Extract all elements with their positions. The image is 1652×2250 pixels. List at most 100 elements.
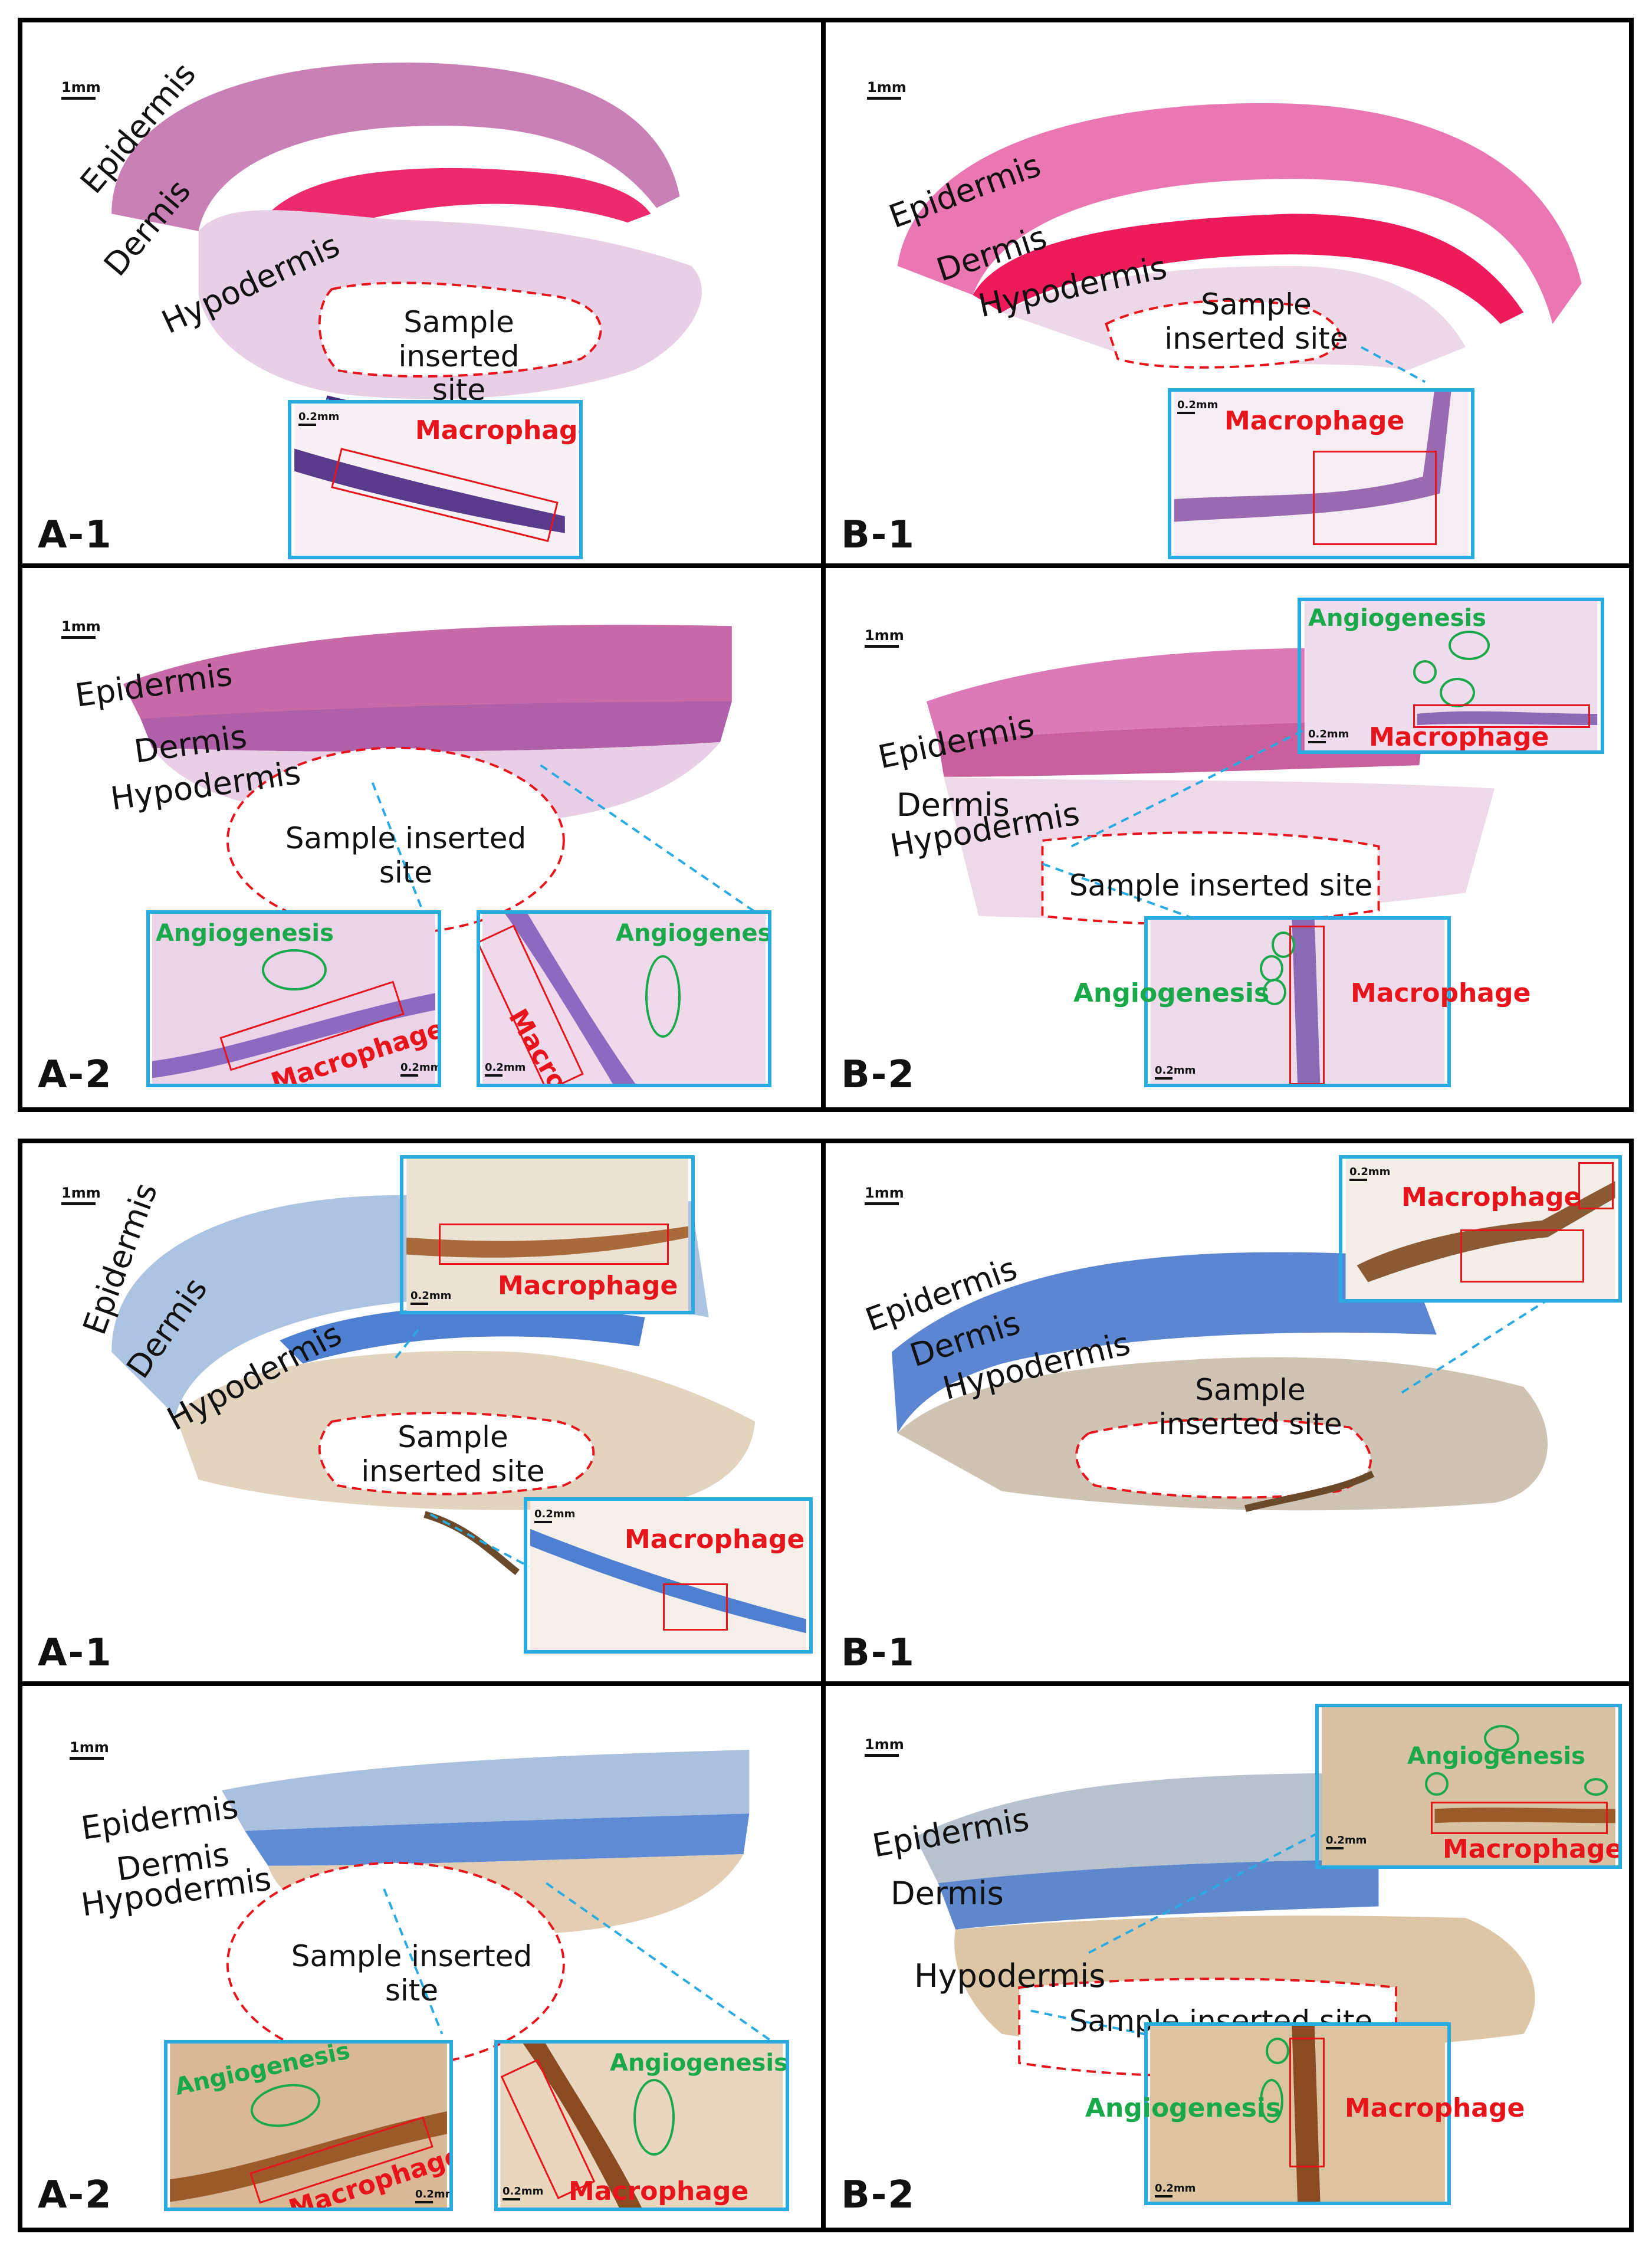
panel-label: B-2 <box>841 2173 915 2217</box>
macrophage-box <box>1289 926 1325 1084</box>
macrophage-box <box>1289 2038 1325 2167</box>
inset-bottom: 0.2mm <box>1144 2022 1451 2205</box>
panel-label: A-2 <box>38 2173 113 2217</box>
label-angiogenesis: Angiogenesis <box>1073 978 1270 1008</box>
scale-bar-02mm: 0.2mm <box>1308 728 1349 743</box>
inset-top: Angiogenesis Macrophage 0.2mm <box>1298 598 1604 754</box>
scale-bar-02mm: 0.2mm <box>534 1508 575 1523</box>
scale-bar-1mm: 1mm <box>867 79 907 100</box>
panel-ihc-b1: 1mm Epidermis Dermis Hypodermis Sample i… <box>821 1139 1634 1690</box>
inset-top: Angiogenesis Macrophage 0.2mm <box>1315 1704 1622 1869</box>
scale-bar-02mm: 0.2mm <box>1349 1166 1390 1181</box>
label-sample-site: Sample inserted site <box>353 1420 553 1488</box>
angiogenesis-oval <box>1260 2079 1283 2123</box>
label-angiogenesis: Angiogenesis <box>1085 2093 1282 2123</box>
inset-macrophage: 0.2mm Macrophage <box>1339 1155 1622 1303</box>
angiogenesis-oval <box>1584 1778 1608 1796</box>
scale-bar-1mm: 1mm <box>70 1739 109 1760</box>
he-b1-tissue <box>897 103 1582 383</box>
inset-left: Angiogenesis Macrophage 0.2mm <box>164 2040 453 2211</box>
label-sample-site: Sample inserted site <box>291 1939 533 2008</box>
scale-bar-1mm: 1mm <box>865 1736 904 1757</box>
macrophage-box <box>1413 704 1590 728</box>
angiogenesis-oval <box>262 949 327 990</box>
label-macrophage: Macrophage <box>625 1524 805 1554</box>
macrophage-box <box>1431 1802 1608 1834</box>
label-macrophage: Macrophage <box>1345 2093 1525 2123</box>
angiogenesis-oval <box>1440 678 1475 707</box>
angiogenesis-oval <box>1449 631 1490 660</box>
inset-right: Angiogenesis Macrophage 0.2mm <box>477 910 771 1087</box>
angiogenesis-oval <box>1413 660 1437 684</box>
panel-ihc-b2: 1mm Epidermis Dermis Hypodermis Sample i… <box>821 1681 1634 2232</box>
scale-bar-02mm: 0.2mm <box>400 1061 438 1077</box>
inset-right: Angiogenesis Macrophage 0.2mm <box>494 2040 789 2211</box>
angiogenesis-oval <box>1263 979 1286 1005</box>
panel-label: B-2 <box>841 1053 915 1097</box>
label-angiogenesis: Angiogenesis <box>610 2049 788 2077</box>
label-sample: Sample <box>1195 1373 1306 1407</box>
label-sample-site: Sample inserted site <box>285 821 527 890</box>
label-sample: Sample <box>398 1420 508 1454</box>
label-sample-site: Sample inserted site <box>1069 868 1373 903</box>
scale-bar-02mm: 0.2mm <box>1155 2182 1196 2197</box>
label-macrophage: Macrophage <box>1224 406 1405 436</box>
scale-bar-02mm: 0.2mm <box>1155 1064 1196 1080</box>
panel-label: A-2 <box>38 1053 113 1097</box>
label-macrophage: Macrophage <box>1351 978 1531 1008</box>
label-sample: Sample <box>403 305 514 339</box>
label-macrophage: Macrophage <box>415 415 583 445</box>
panel-ihc-a1: 1mm Epidermis Dermis Hypodermis Sample i… <box>18 1139 830 1690</box>
label-inserted-site: inserted site <box>1158 1406 1342 1441</box>
panel-label: A-1 <box>38 513 113 557</box>
scale-bar-02mm: 0.2mm <box>415 2188 449 2203</box>
label-macrophage: Macrophage <box>569 2176 749 2206</box>
inset-left: Angiogenesis Macrophage 0.2mm <box>146 910 441 1087</box>
macrophage-box <box>1578 1162 1614 1209</box>
macrophage-box <box>1313 451 1437 545</box>
panel-he-a1: 1mm Epidermis Dermis Hypodermis Sample i… <box>18 18 830 572</box>
panel-ihc-a2: 1mm Epidermis Dermis Hypodermis Sample i… <box>18 1681 830 2232</box>
angiogenesis-oval <box>1272 932 1295 958</box>
panel-he-a2: 1mm Epidermis Dermis Hypodermis Sample i… <box>18 563 830 1112</box>
macrophage-box <box>439 1224 669 1265</box>
label-macrophage: Macrophage <box>1401 1182 1582 1212</box>
label-sample: Sample <box>1201 287 1312 322</box>
label-sample-site: Sample inserted site <box>1156 287 1357 356</box>
angiogenesis-oval <box>1484 1725 1519 1752</box>
macrophage-box <box>1460 1229 1584 1283</box>
label-macrophage: Macrophage <box>1443 1834 1622 1864</box>
label-sample-site: Sample inserted site <box>370 305 547 408</box>
scale-bar-1mm: 1mm <box>61 1185 101 1205</box>
label-macrophage: Macrophage <box>498 1271 678 1301</box>
scale-bar-02mm: 0.2mm <box>503 2185 543 2200</box>
inset-bottom: 0.2mm Macrophage <box>524 1497 813 1654</box>
label-angiogenesis: Angiogenesis <box>1407 1743 1585 1770</box>
panel-label: A-1 <box>38 1631 113 1675</box>
label-inserted-site: inserted site <box>1164 321 1348 356</box>
label-angiogenesis: Angiogenesis <box>156 920 334 947</box>
panel-he-b2: 1mm Epidermis Dermis Hypodermis Sample i… <box>821 563 1634 1112</box>
scale-bar-02mm: 0.2mm <box>410 1290 451 1305</box>
panel-label: B-1 <box>841 513 915 557</box>
label-inserted-site: inserted site <box>398 339 520 407</box>
he-a2-tissue <box>123 624 770 935</box>
angiogenesis-oval <box>1425 1772 1449 1796</box>
scale-bar-1mm: 1mm <box>61 79 101 100</box>
panel-label: B-1 <box>841 1631 915 1675</box>
scale-bar-02mm: 0.2mm <box>1326 1834 1367 1849</box>
ihc-a2-tissue <box>221 1750 770 2067</box>
label-angiogenesis: Angiogenesis <box>1308 605 1486 632</box>
label-sample-site: Sample inserted site <box>1144 1373 1357 1441</box>
inset-macrophage: 0.2mm Macrophage <box>288 400 583 559</box>
scale-bar-1mm: 1mm <box>61 618 101 639</box>
inset-top: Macrophage 0.2mm <box>400 1155 695 1314</box>
label-macrophage: Macrophage <box>1369 722 1549 752</box>
scale-bar-1mm: 1mm <box>865 1185 904 1205</box>
macrophage-box <box>663 1583 728 1631</box>
label-dermis: Dermis <box>896 786 1010 824</box>
label-hypodermis: Hypodermis <box>914 1957 1106 1995</box>
inset-macrophage: 0.2mm Macrophage <box>1168 388 1474 559</box>
inset-bottom: 0.2mm <box>1144 916 1451 1087</box>
scale-bar-02mm: 0.2mm <box>485 1061 526 1077</box>
